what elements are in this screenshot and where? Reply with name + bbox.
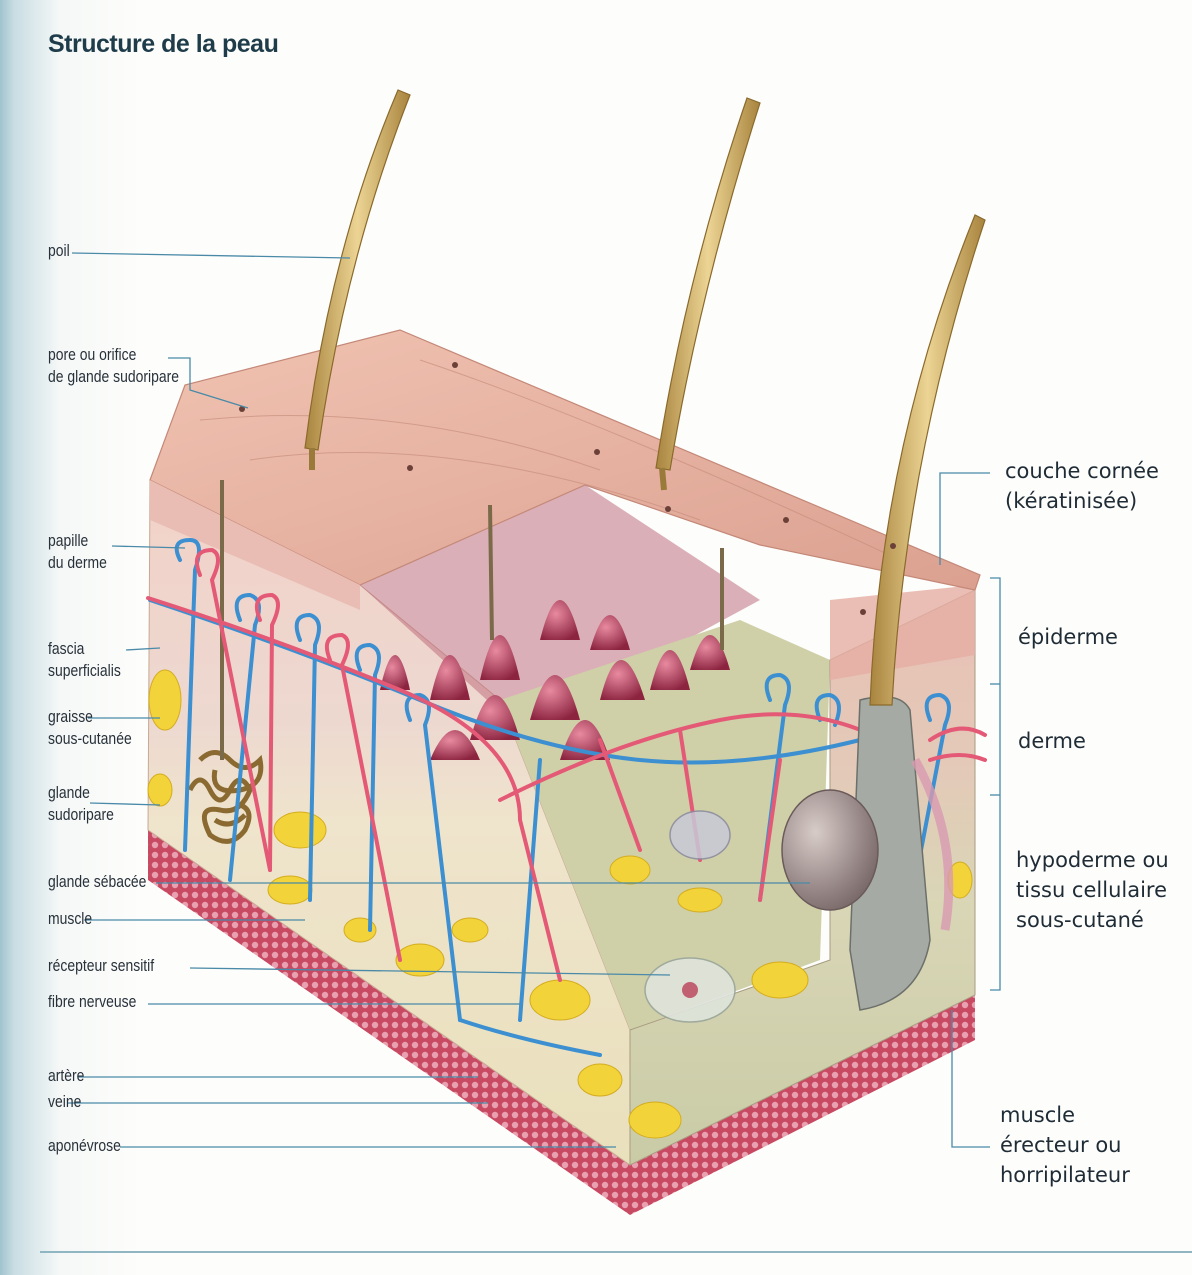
label-hypoderme-line3: sous-cutané: [1016, 908, 1144, 932]
label-pore-line1: pore ou orifice: [48, 345, 136, 364]
bottom-rule: [40, 1251, 1192, 1253]
label-fibre: fibre nerveuse: [48, 991, 136, 1013]
label-papille-line2: du derme: [48, 553, 107, 572]
label-glande-sudoripare: glande sudoripare: [48, 782, 114, 826]
label-graisse-line1: graisse: [48, 707, 93, 726]
label-papille: papille du derme: [48, 530, 107, 574]
label-artere: artère: [48, 1065, 84, 1087]
label-hypoderme-line1: hypoderme ou: [1016, 848, 1169, 872]
label-couche-cornee: couche cornée (kératinisée): [1005, 456, 1159, 516]
label-graisse: graisse sous-cutanée: [48, 706, 132, 750]
label-pore: pore ou orifice de glande sudoripare: [48, 344, 179, 388]
label-derme: derme: [1018, 726, 1086, 756]
label-epiderme: épiderme: [1018, 622, 1118, 652]
label-aponevrose: aponévrose: [48, 1135, 121, 1157]
label-papille-line1: papille: [48, 531, 88, 550]
label-epiderme-line1: épiderme: [1018, 625, 1118, 649]
label-fascia-line1: fascia: [48, 639, 84, 658]
label-fascia-line2: superficialis: [48, 661, 121, 680]
label-recepteur-line1: récepteur sensitif: [48, 956, 154, 975]
label-hypoderme: hypoderme ou tissu cellulaire sous-cutan…: [1016, 845, 1169, 935]
label-veine: veine: [48, 1091, 81, 1113]
label-glande-sudoripare-line1: glande: [48, 783, 90, 802]
label-fascia: fascia superficialis: [48, 638, 121, 682]
label-muscle-line1: muscle: [48, 909, 92, 928]
label-muscle: muscle: [48, 908, 92, 930]
label-poil-line1: poil: [48, 241, 70, 260]
label-couche-cornee-line1: couche cornée: [1005, 459, 1159, 483]
label-aponevrose-line1: aponévrose: [48, 1136, 121, 1155]
label-veine-line1: veine: [48, 1092, 81, 1111]
label-muscle-erecteur-line3: horripilateur: [1000, 1163, 1130, 1187]
label-poil: poil: [48, 240, 70, 262]
label-couche-cornee-line2: (kératinisée): [1005, 489, 1137, 513]
label-artere-line1: artère: [48, 1066, 84, 1085]
sweat-duct-2: [490, 505, 492, 640]
label-fibre-line1: fibre nerveuse: [48, 992, 136, 1011]
label-hypoderme-line2: tissu cellulaire: [1016, 878, 1167, 902]
label-muscle-erecteur: muscle érecteur ou horripilateur: [1000, 1100, 1130, 1190]
label-glande-sudoripare-line2: sudoripare: [48, 805, 114, 824]
label-pore-line2: de glande sudoripare: [48, 367, 179, 386]
label-derme-line1: derme: [1018, 729, 1086, 753]
label-muscle-erecteur-line1: muscle: [1000, 1103, 1075, 1127]
label-recepteur: récepteur sensitif: [48, 955, 154, 977]
label-glande-sebacee: glande sébacée: [48, 871, 146, 893]
label-graisse-line2: sous-cutanée: [48, 729, 132, 748]
label-glande-sebacee-line1: glande sébacée: [48, 872, 146, 891]
label-muscle-erecteur-line2: érecteur ou: [1000, 1133, 1122, 1157]
